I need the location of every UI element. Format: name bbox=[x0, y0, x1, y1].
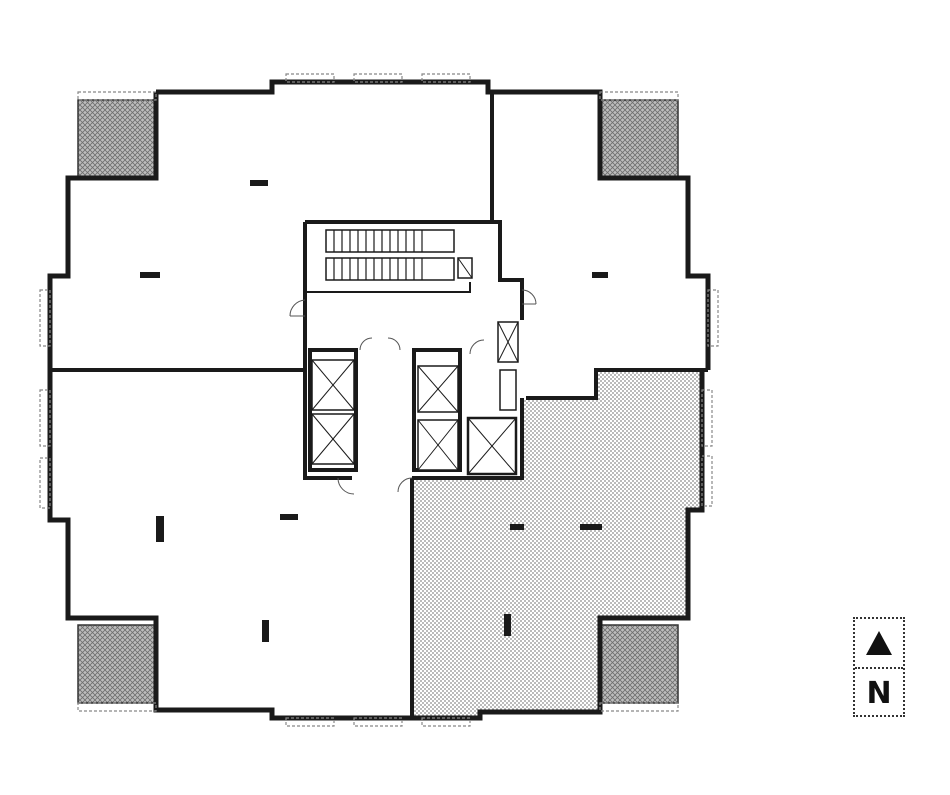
terrace-southwest bbox=[77, 624, 157, 704]
core-lobby-wall bbox=[305, 282, 471, 293]
door-swings bbox=[289, 289, 537, 495]
north-letter: N bbox=[866, 675, 892, 711]
north-arrow-icon bbox=[855, 619, 903, 669]
columns bbox=[140, 180, 608, 642]
terrace-northeast bbox=[599, 99, 679, 179]
windows bbox=[39, 73, 719, 727]
north-indicator: N bbox=[853, 617, 905, 717]
terrace-southeast bbox=[599, 624, 679, 704]
terrace-northwest bbox=[77, 99, 157, 179]
interior-wall-east-split bbox=[526, 368, 708, 400]
core-wall bbox=[303, 220, 524, 480]
stairwell bbox=[325, 229, 473, 281]
elevator-bank bbox=[308, 321, 519, 476]
highlighted-suite-southeast bbox=[412, 370, 702, 718]
